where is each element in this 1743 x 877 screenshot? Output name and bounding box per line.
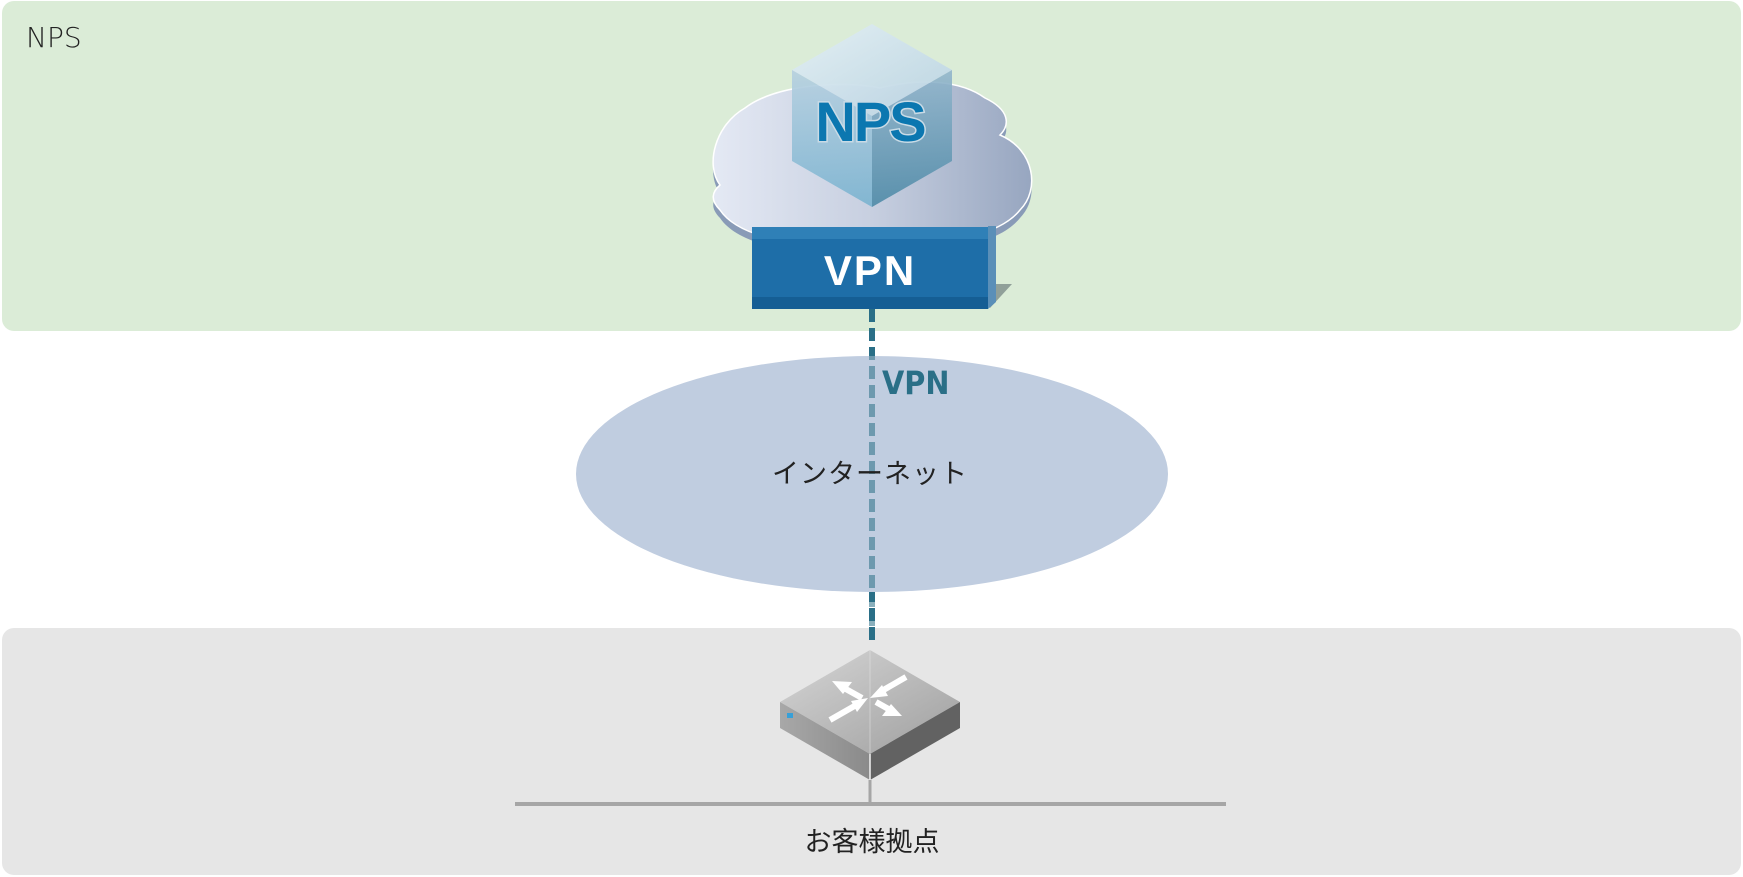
nps-cloud-label: NPS [815,90,925,153]
router-status-led [787,713,793,718]
router-switch-icon [780,650,960,780]
vpn-gateway-icon: VPN [752,226,1012,309]
nps-zone-label: NPS [26,21,82,54]
nps-cloud-icon: NPS [712,24,1033,255]
vpn-link-label: VPN [882,364,950,402]
vpn-gateway-label: VPN [824,247,916,294]
customer-site-label: お客様拠点 [804,827,940,858]
internet-label: インターネット [772,459,968,490]
